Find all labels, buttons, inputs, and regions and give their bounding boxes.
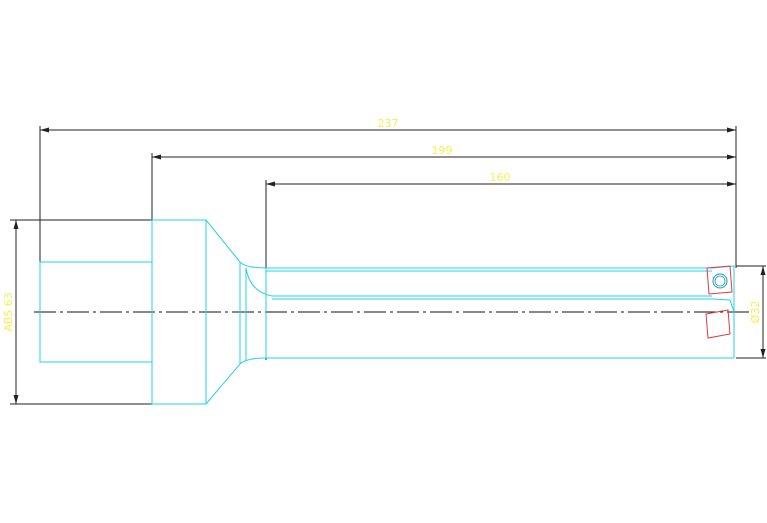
tool-body xyxy=(39,219,735,405)
coolant-fillet xyxy=(245,267,273,297)
dim-237-arrow-right xyxy=(727,127,736,133)
dim-abs-arrow-bottom xyxy=(13,395,19,404)
dim-199-arrow-left xyxy=(152,154,161,160)
bottom-insert xyxy=(705,309,731,339)
dim-dia-label: Ø32 xyxy=(749,301,762,324)
dim-237-label: 237 xyxy=(378,117,399,130)
dim-abs-label: ABS 63 xyxy=(2,292,15,331)
shank-fillet-bottom xyxy=(239,357,267,365)
dim-160-arrow-right xyxy=(727,181,736,187)
dim-237-arrow-left xyxy=(40,127,49,133)
dim-199-arrow-right xyxy=(727,154,736,160)
dim-199-label: 199 xyxy=(432,144,453,157)
top-insert xyxy=(706,265,733,295)
dim-160-arrow-left xyxy=(266,181,275,187)
taper-cone xyxy=(205,219,241,405)
shank-fillet-top xyxy=(239,261,267,269)
dim-160-label: 160 xyxy=(490,171,511,184)
dim-dia-arrow-bottom xyxy=(760,349,766,358)
insert-screw-inner-icon xyxy=(714,275,726,287)
dim-dia-arrow-top xyxy=(760,266,766,275)
inserts xyxy=(705,265,733,339)
dim-abs-arrow-top xyxy=(13,220,19,229)
insert-screw-icon xyxy=(712,273,728,289)
